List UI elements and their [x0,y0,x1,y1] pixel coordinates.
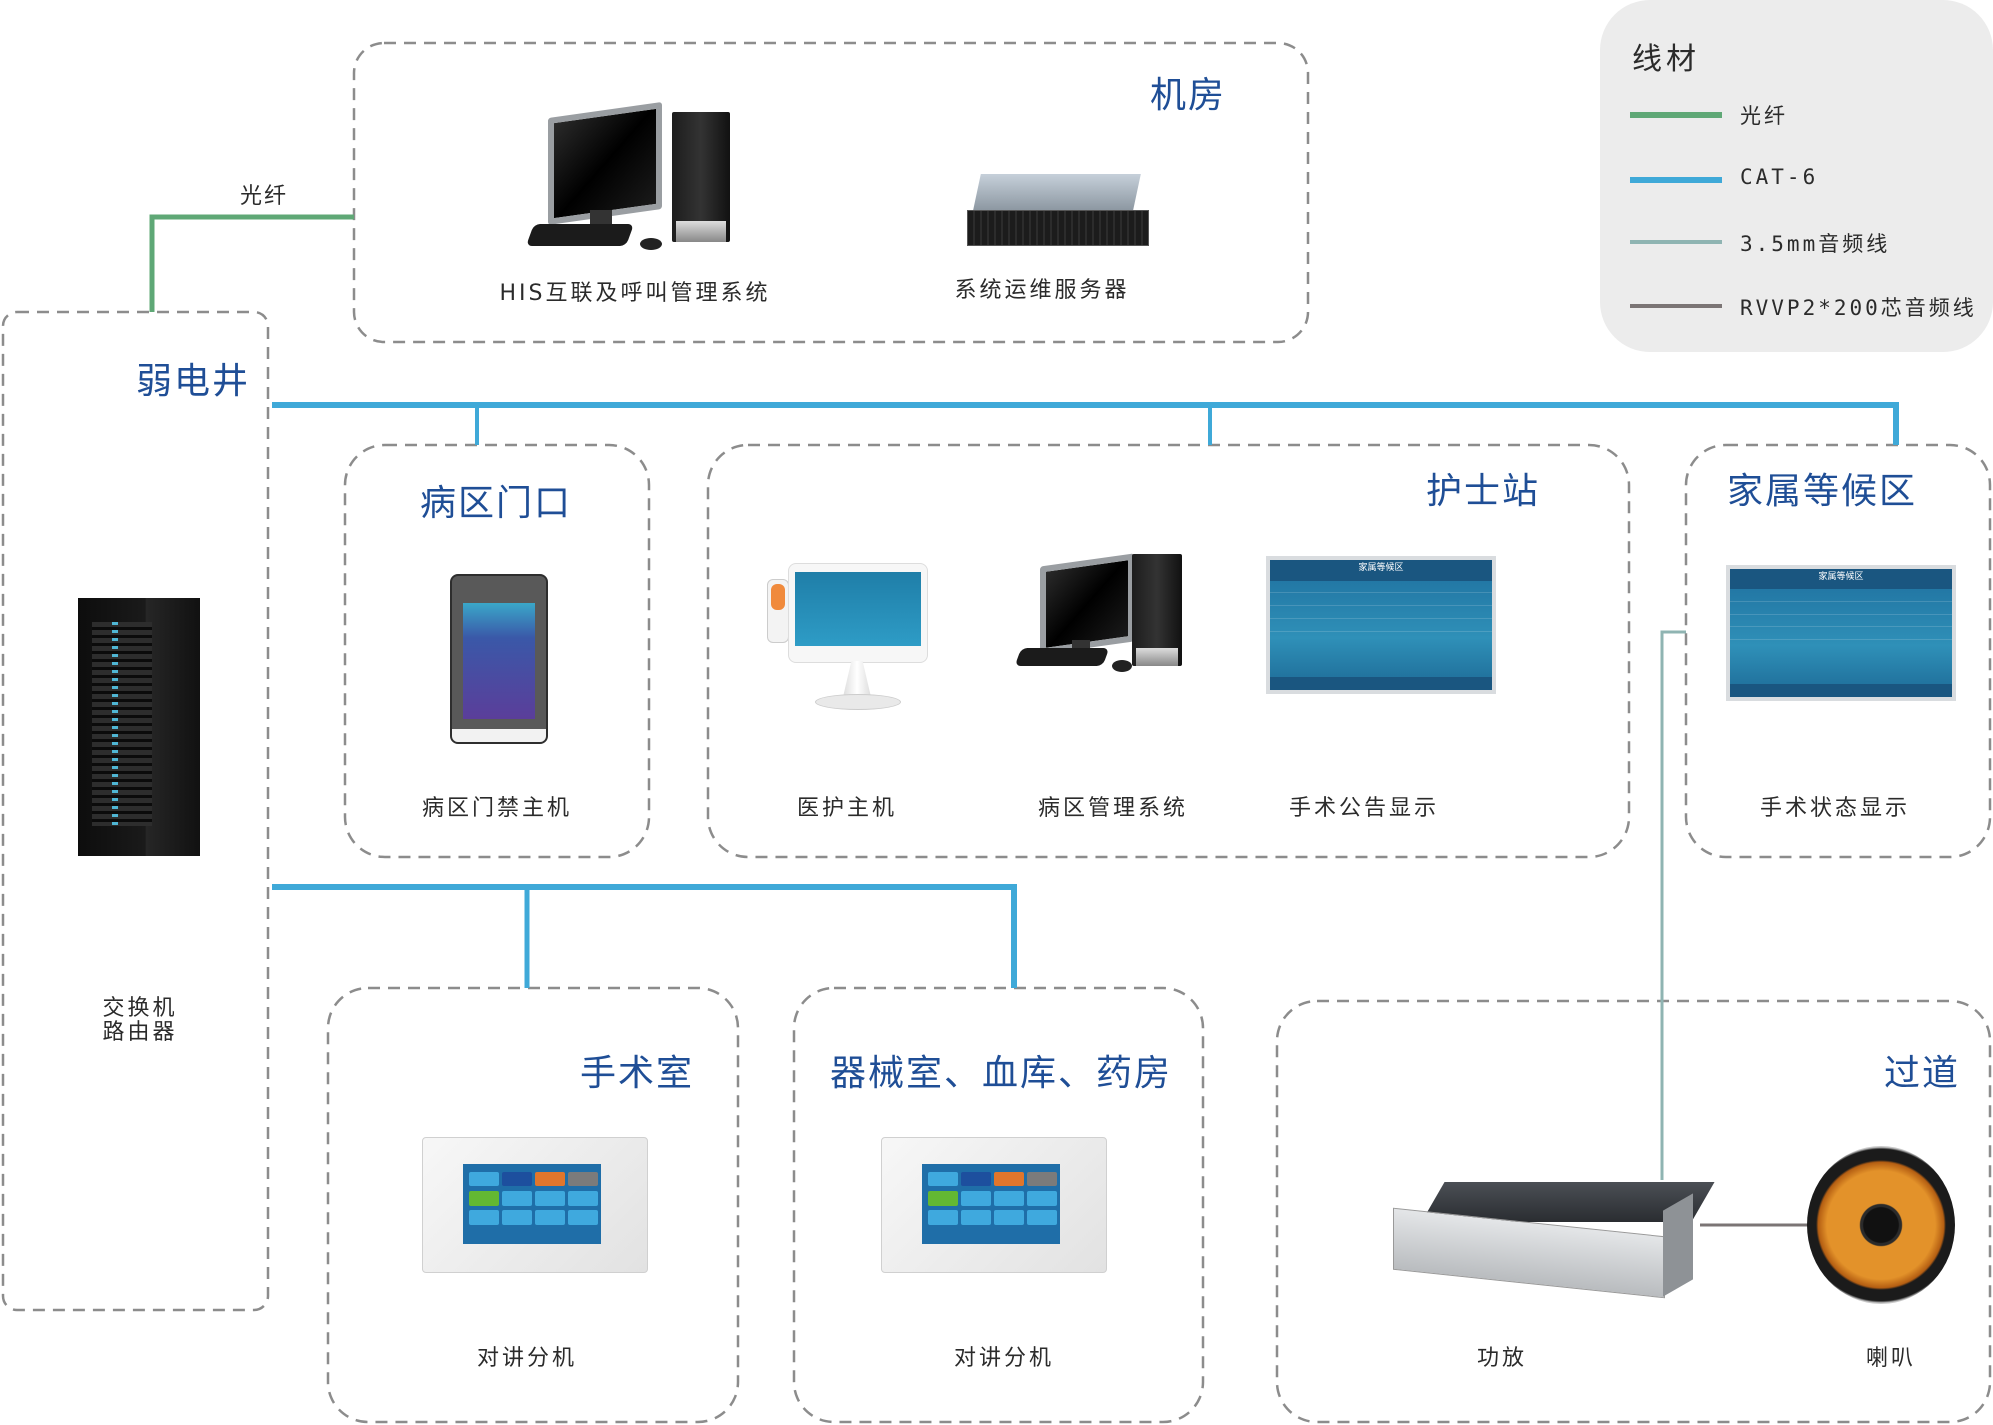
legend-swatch-rvvp [1630,304,1722,308]
device-label-surgery-notice: 手术公告显示 [1288,796,1440,821]
device-label-router: 路由器 [102,1020,178,1045]
zone-title-server-room: 机房 [1150,75,1227,116]
zone-title-weak-current-shaft: 弱电井 [136,361,251,402]
zone-title-family-waiting: 家属等候区 [1727,471,1918,512]
legend-label: 光纤 [1740,104,1788,128]
legend-item: 3.5mm音频线 [1630,228,1990,258]
legend-item: CAT-6 [1630,165,1990,195]
screen-title: 家属等候区 [1730,569,1952,590]
intercom-terminal-icon [422,1137,648,1273]
zone-title-supply-rooms: 器械室、血库、药房 [830,1053,1173,1094]
zone-box-family-waiting [1684,443,1992,859]
audio-3-5mm-wire [1660,630,1686,1180]
rack-server-icon [967,174,1149,246]
zone-title-ward-entrance: 病区门口 [420,483,573,524]
legend-item: 光纤 [1630,100,1990,130]
device-label-surgery-status: 手术状态显示 [1759,796,1911,821]
device-label-his: HIS互联及呼叫管理系统 [499,281,771,306]
legend-swatch-audio-3-5mm [1630,240,1722,244]
legend-label: 3.5mm音频线 [1740,232,1891,256]
zone-box-nurse-station [706,443,1631,859]
device-label-speaker: 喇叭 [1865,1346,1917,1371]
zone-title-operating-room: 手术室 [580,1053,695,1094]
legend-title: 线材 [1632,42,1700,77]
device-label-amplifier: 功放 [1476,1346,1528,1371]
network-cabinet-icon [78,598,200,856]
legend-swatch-cat6 [1630,177,1722,183]
zone-title-corridor: 过道 [1884,1053,1961,1094]
zone-box-server-room [352,41,1310,344]
speaker-icon [1807,1146,1955,1304]
zone-box-supply-rooms [792,986,1205,1424]
screen-title: 家属等候区 [1270,560,1492,581]
wire-legend: 线材 光纤 CAT-6 3.5mm音频线 RVVP2*200芯音频线 [1600,0,1993,352]
surgery-display-screen-icon: 家属等候区 [1266,556,1496,694]
device-label-switch: 交换机 [102,996,178,1021]
device-label-intercom: 对讲分机 [476,1346,578,1371]
device-label-ops-server: 系统运维服务器 [954,278,1130,303]
legend-label: CAT-6 [1740,165,1819,189]
cat6-upper-trunk [272,402,1899,445]
fiber-wire-label: 光纤 [240,184,289,209]
fiber-wire [149,214,354,312]
zone-box-operating-room [326,986,740,1424]
device-label-ward-system: 病区管理系统 [1037,796,1189,821]
legend-label: RVVP2*200芯音频线 [1740,296,1977,320]
amplifier-icon [1393,1182,1715,1307]
device-label-nurse-host: 医护主机 [796,796,898,821]
access-control-terminal-icon [450,574,548,744]
cat6-lower-trunk [272,884,1017,988]
legend-swatch-fiber [1630,112,1722,118]
zone-title-nurse-station: 护士站 [1426,471,1541,512]
zone-box-corridor [1275,999,1992,1424]
device-label-intercom: 对讲分机 [953,1346,1055,1371]
zone-box-weak-current-shaft [1,310,270,1312]
device-label-access-control: 病区门禁主机 [421,796,573,821]
surgery-display-screen-icon: 家属等候区 [1726,565,1956,701]
legend-item: RVVP2*200芯音频线 [1630,292,1990,322]
zone-box-ward-entrance [343,443,651,859]
intercom-terminal-icon [881,1137,1107,1273]
